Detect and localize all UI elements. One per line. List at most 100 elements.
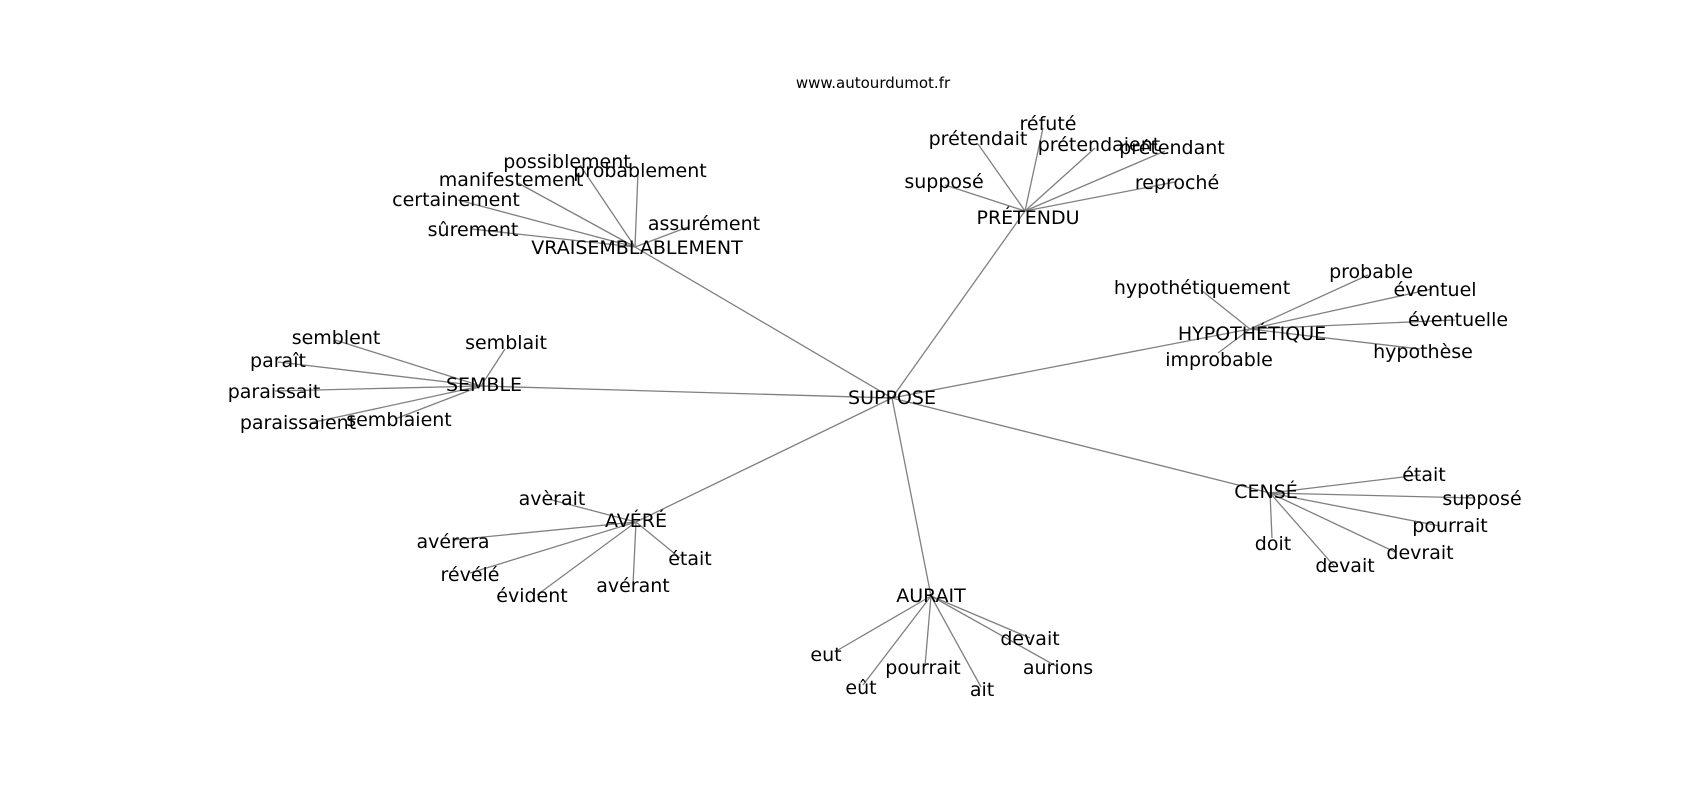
- edge-cluster-to-leaf: [334, 339, 482, 387]
- edge-cluster-to-leaf: [632, 521, 637, 586]
- leaf-node-label: possiblement: [503, 151, 630, 173]
- edge-cluster-to-leaf: [536, 521, 637, 596]
- leaf-node-label: paraissait: [228, 381, 321, 403]
- edge-cluster-to-leaf: [837, 595, 932, 651]
- edge-cluster-to-leaf: [1024, 181, 1176, 212]
- edge-cluster-to-leaf: [1217, 328, 1251, 354]
- leaf-node-label: eût: [845, 677, 876, 699]
- source-label: www.autourdumot.fr: [796, 74, 951, 92]
- graph-labels: www.autourdumot.fr SUPPOSE VRAISEMBLABLEM…: [228, 74, 1522, 701]
- cluster-node-label: HYPOTHÉTIQUE: [1178, 322, 1326, 345]
- edge-cluster-to-leaf: [930, 595, 1031, 639]
- edge-cluster-to-leaf: [1269, 492, 1476, 499]
- edge-cluster-to-leaf: [1269, 492, 1336, 568]
- edge-cluster-to-leaf: [1200, 289, 1251, 330]
- leaf-node-label: assurément: [648, 213, 760, 235]
- leaf-node-label: semblait: [465, 332, 547, 354]
- edge-cluster-to-leaf: [469, 521, 637, 574]
- cluster-node-label: AVÉRÉ: [605, 509, 667, 532]
- leaf-node-label: hypothèse: [1373, 341, 1473, 363]
- leaf-node-label: était: [668, 548, 712, 570]
- edge-cluster-to-leaf: [930, 595, 982, 688]
- edge-cluster-to-leaf: [394, 385, 482, 420]
- edge-root-to-cluster: [634, 246, 893, 399]
- leaf-node-label: supposé: [904, 171, 983, 193]
- leaf-node-label: évident: [496, 585, 567, 607]
- leaf-node-label: certainement: [392, 189, 520, 211]
- leaf-node-label: réfuté: [1020, 113, 1077, 135]
- edge-cluster-to-leaf: [480, 348, 506, 387]
- edge-cluster-to-leaf: [1249, 288, 1433, 330]
- leaf-node-label: eut: [810, 644, 841, 666]
- edge-cluster-to-leaf: [309, 385, 482, 424]
- edge-cluster-to-leaf: [1269, 492, 1441, 527]
- edge-cluster-to-leaf: [1249, 319, 1456, 330]
- leaf-node-label: sûrement: [428, 219, 519, 241]
- leaf-node-label: avèrait: [519, 488, 586, 510]
- leaf-node-label: prétendait: [929, 128, 1028, 150]
- edge-root-to-cluster: [891, 210, 1026, 399]
- edge-cluster-to-leaf: [452, 521, 637, 541]
- leaf-node-label: hypothétiquement: [1114, 277, 1290, 299]
- leaf-node-label: manifestement: [439, 169, 584, 191]
- edge-cluster-to-leaf: [634, 226, 689, 248]
- edge-root-to-cluster: [891, 397, 1271, 494]
- edge-root-to-cluster: [891, 397, 932, 597]
- cluster-node-label: CENSÉ: [1234, 480, 1298, 503]
- leaf-node-label: pourrait: [1412, 515, 1487, 537]
- leaf-node-label: semblent: [292, 327, 381, 349]
- leaf-node-label: supposé: [1442, 488, 1521, 510]
- edge-cluster-to-leaf: [1269, 492, 1273, 539]
- edge-cluster-to-leaf: [635, 521, 681, 559]
- edge-cluster-to-leaf: [517, 182, 636, 248]
- edge-cluster-to-leaf: [924, 595, 932, 667]
- edge-cluster-to-leaf: [277, 361, 482, 387]
- root-node-label: SUPPOSE: [848, 387, 936, 409]
- edge-cluster-to-leaf: [1024, 127, 1044, 212]
- graph-edges: [274, 127, 1476, 688]
- edge-cluster-to-leaf: [471, 228, 636, 248]
- edge-cluster-to-leaf: [930, 595, 1057, 667]
- edge-cluster-to-leaf: [1249, 274, 1369, 330]
- leaf-node-label: paraissaient: [240, 412, 356, 434]
- leaf-node-label: probable: [1329, 261, 1413, 283]
- leaf-node-label: prétendaient: [1038, 134, 1161, 156]
- edge-root-to-cluster: [891, 328, 1251, 399]
- leaf-node-label: avérant: [596, 575, 670, 597]
- cluster-node-label: AURAIT: [896, 585, 966, 607]
- leaf-node-label: avérera: [416, 531, 489, 553]
- leaf-node-label: semblaient: [346, 409, 452, 431]
- leaf-node-label: aurions: [1023, 657, 1093, 679]
- leaf-node-label: devrait: [1386, 542, 1453, 564]
- edge-cluster-to-leaf: [579, 164, 636, 248]
- leaf-node-label: devait: [1315, 555, 1374, 577]
- leaf-node-label: doit: [1255, 533, 1291, 555]
- cluster-node-label: PRÉTENDU: [976, 206, 1079, 229]
- edge-cluster-to-leaf: [862, 595, 932, 686]
- edge-cluster-to-leaf: [944, 184, 1026, 212]
- cluster-node-label: SEMBLE: [446, 374, 522, 396]
- leaf-node-label: paraît: [250, 350, 306, 372]
- edge-cluster-to-leaf: [977, 143, 1026, 212]
- edge-root-to-cluster: [635, 397, 893, 523]
- edge-cluster-to-leaf: [634, 171, 639, 248]
- leaf-node-label: probablement: [573, 160, 707, 182]
- leaf-node-label: éventuel: [1393, 279, 1476, 301]
- edge-cluster-to-leaf: [1024, 147, 1096, 212]
- leaf-node-label: pourrait: [885, 657, 960, 679]
- edge-cluster-to-leaf: [1024, 150, 1166, 212]
- leaf-node-label: était: [1402, 464, 1446, 486]
- edge-cluster-to-leaf: [551, 499, 637, 523]
- leaf-node-label: reproché: [1135, 172, 1219, 194]
- edge-cluster-to-leaf: [1249, 328, 1421, 350]
- leaf-node-label: improbable: [1165, 349, 1273, 371]
- cluster-node-label: VRAISEMBLABLEMENT: [531, 237, 743, 259]
- leaf-node-label: prétendant: [1119, 137, 1225, 159]
- edge-cluster-to-leaf: [274, 385, 482, 392]
- leaf-node-label: devait: [1000, 628, 1059, 650]
- edge-cluster-to-leaf: [457, 199, 636, 248]
- leaf-node-label: révélé: [441, 564, 500, 586]
- leaf-node-label: éventuelle: [1408, 309, 1508, 331]
- edge-cluster-to-leaf: [1269, 492, 1396, 553]
